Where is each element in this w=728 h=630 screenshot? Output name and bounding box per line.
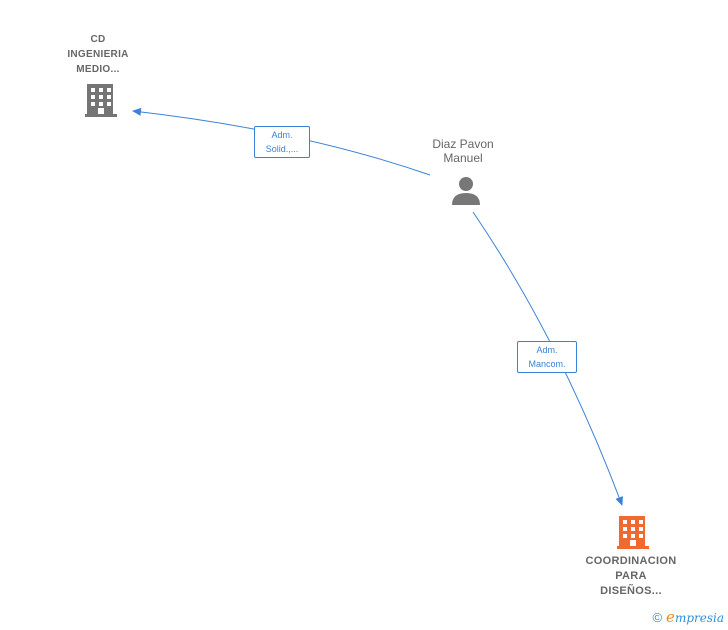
edge-label-adm-mancom[interactable]: Adm. Mancom. xyxy=(517,341,577,373)
label-line: COORDINACION xyxy=(585,555,677,567)
brand-logo-e: e xyxy=(666,608,675,626)
building-icon[interactable] xyxy=(617,516,649,549)
edge-label-line: Solid.,... xyxy=(265,144,299,154)
edge-label-line: Mancom. xyxy=(528,359,566,369)
brand-logo-text: mpresia xyxy=(674,611,724,625)
label-line: INGENIERIA xyxy=(67,49,129,60)
building-icon[interactable] xyxy=(85,84,117,117)
label-line: PARA xyxy=(615,570,647,582)
label-line: Manuel xyxy=(443,151,483,165)
node-label-coordinacion[interactable]: COORDINACION PARA DISEÑOS... xyxy=(570,554,692,599)
label-line: DISEÑOS... xyxy=(600,585,662,597)
empresia-watermark: ©empresia xyxy=(652,608,724,626)
edge-label-line: Adm. xyxy=(536,345,558,355)
node-label-cd-ingenieria[interactable]: CD INGENIERIA MEDIO... xyxy=(48,32,148,77)
edge-label-line: Adm. xyxy=(271,130,293,140)
label-line: MEDIO... xyxy=(76,64,120,75)
edge-label-adm-solid[interactable]: Adm. Solid.,... xyxy=(254,126,310,158)
label-line: Diaz Pavon xyxy=(432,137,494,151)
node-label-diaz-pavon[interactable]: Diaz Pavon Manuel xyxy=(413,137,513,165)
label-line: CD xyxy=(90,34,106,45)
copyright-symbol: © xyxy=(652,610,663,625)
person-icon[interactable] xyxy=(452,177,480,205)
